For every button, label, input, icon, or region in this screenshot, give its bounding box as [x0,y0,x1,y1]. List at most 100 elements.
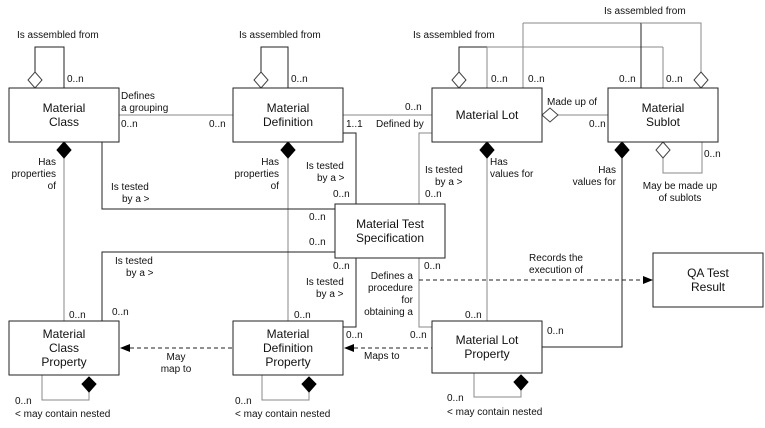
records-execution-label: Records the [529,253,583,264]
ml-aggregation-diamond-icon [451,71,467,89]
mdp-nested-label: < may contain nested [235,409,330,420]
mlp-nested-label: < may contain nested [447,407,542,418]
may-map-to-label: map to [161,364,192,375]
mdp-nested-loop [261,375,310,401]
entity-material-lot-property[interactable]: Material Lot Property [431,320,543,374]
ml-has-values-label: Has [490,157,508,168]
multiplicity: 0..n [291,74,308,85]
entity-label: Material [267,101,310,115]
multiplicity: 0..n [67,74,84,85]
entity-label: Specification [356,231,424,245]
entity-label: Class [49,115,79,129]
entity-material-sublot[interactable]: Material Sublot [607,87,719,143]
multiplicity: 0..n [666,74,683,85]
mlp-nested-loop [473,373,522,398]
entity-label: Definition [263,115,313,129]
ms-values-line [542,158,623,348]
entity-label: Property [265,355,310,369]
multiplicity: 0..n [333,261,350,272]
entity-material-class[interactable]: Material Class [8,87,120,143]
multiplicity: 0..n [209,119,226,130]
made-up-of-diamond-icon [541,107,559,123]
mcp-nested-loop [41,375,90,401]
multiplicity: 0..n [112,307,129,318]
entity-material-lot[interactable]: Material Lot [431,87,543,143]
entity-material-class-property[interactable]: Material Class Property [8,320,120,376]
md-has-properties-label: properties [235,169,279,180]
entity-label: Result [691,280,726,294]
multiplicity: 0..n [447,393,464,404]
entity-material-definition-property[interactable]: Material Definition Property [232,320,344,376]
defines-procedure-label: Defines a [371,271,414,282]
multiplicity: 0..n [309,212,326,223]
defines-grouping-label: Defines [121,91,155,102]
mcp-tested-label: by a > [126,268,154,279]
defines-procedure-label: procedure [368,283,413,294]
ml-tested-label: by a > [435,177,463,188]
multiplicity: 0..n [528,74,545,85]
multiplicity: 0..n [346,330,363,341]
defines-grouping-label: a grouping [121,103,168,114]
defines-procedure-line [418,258,432,328]
records-execution-label: execution of [529,265,583,276]
md-aggregation-diamond-icon [253,71,269,89]
mc-tested-label: Is tested [111,182,149,193]
entity-label: Sublot [646,115,681,129]
md-tested-line [343,132,357,204]
multiplicity: 1..1 [346,119,363,130]
ms-composition-diamond-icon [614,141,630,159]
ms-assembled-label: Is assembled from [604,6,686,17]
defines-procedure-label: obtaining a [364,307,413,318]
mc-aggregation-diamond-icon [27,71,43,89]
md-assembly-loop [260,46,289,88]
sublots-label: of sublots [659,193,702,204]
ml-composition-diamond-icon [479,141,495,159]
multiplicity: 0..n [425,189,442,200]
md-assembled-label: Is assembled from [239,30,321,41]
entity-label: Material Lot [456,333,519,347]
entity-label: Material [267,327,310,341]
mcp-tested-line [101,251,335,321]
maps-to-arrow-icon [344,344,354,352]
multiplicity: 0..n [69,310,86,321]
entity-material-definition[interactable]: Material Definition [232,87,344,143]
mlp-nested-diamond-icon [513,374,529,391]
multiplicity: 0..n [704,149,721,160]
ms-has-values-label: values for [573,177,617,188]
mcp-tested-label: Is tested [115,256,153,267]
entity-qa-test-result[interactable]: QA Test Result [652,252,764,308]
mc-has-properties-label: properties [12,169,56,180]
ml-tested-line [418,132,432,204]
entity-label: Property [464,347,509,361]
ms-has-values-label: Has [598,165,616,176]
multiplicity: 0..n [294,310,311,321]
multiplicity: 0..n [491,74,508,85]
multiplicity: 0..n [235,396,252,407]
ml-has-values-label: values for [490,169,534,180]
multiplicity: 0..n [410,330,427,341]
mc-composition-diamond-icon [56,141,72,159]
entity-label: Material [43,101,86,115]
made-up-of-label: Made up of [547,97,597,108]
ms-assembly-loop [641,22,702,72]
multiplicity: 0..n [619,74,636,85]
entity-label: Property [41,355,86,369]
multiplicity: 0..n [424,261,441,272]
entity-label: Class [49,341,79,355]
ms-sublot-loop [662,142,703,174]
entity-material-test-specification[interactable]: Material Test Specification [334,203,446,259]
entity-label: Material Test [356,217,424,231]
may-map-arrow-icon [120,344,130,352]
may-map-to-label: May [167,352,186,363]
md-composition-diamond-icon [280,141,296,159]
entity-label: Material Lot [456,108,519,122]
multiplicity: 0..n [547,326,564,337]
multiplicity: 0..n [333,189,350,200]
multiplicity: 0..n [405,102,422,113]
mc-has-properties-label: of [48,181,57,192]
entity-label: QA Test [687,266,729,280]
mdp-tested-line [343,258,357,328]
mc-assembly-loop [34,46,65,88]
defined-by-label: Defined by [376,119,424,130]
